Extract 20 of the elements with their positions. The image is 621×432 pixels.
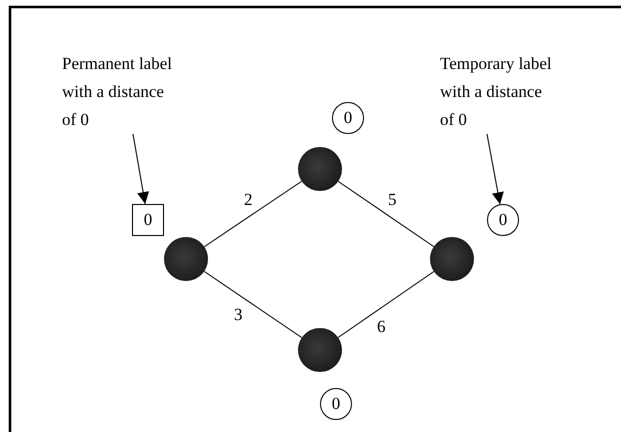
leader-arrow [486, 134, 504, 205]
temporary-label-circle [487, 204, 519, 236]
distance-value: 0 [344, 107, 352, 129]
annotation-text: Permanent label with a distance of 0 [62, 53, 173, 131]
distance-value: 0 [144, 209, 152, 231]
graph-vertex [164, 237, 208, 281]
graph-edge [204, 270, 302, 338]
graph-vertex [430, 237, 474, 281]
temporary-label-circle [332, 102, 364, 134]
graph-edge [204, 180, 302, 248]
temporary-label-circle [320, 388, 352, 420]
distance-value: 0 [498, 209, 508, 231]
annotation-text: Temporary label with a distance of 0 [440, 53, 553, 131]
graph-vertex [298, 147, 342, 191]
distance-value: 0 [332, 393, 340, 415]
permanent-label-box [132, 204, 164, 236]
graph-edge [338, 270, 434, 338]
leader-arrow [132, 134, 150, 204]
graph-edge [338, 180, 434, 248]
graph-vertex [298, 328, 342, 372]
